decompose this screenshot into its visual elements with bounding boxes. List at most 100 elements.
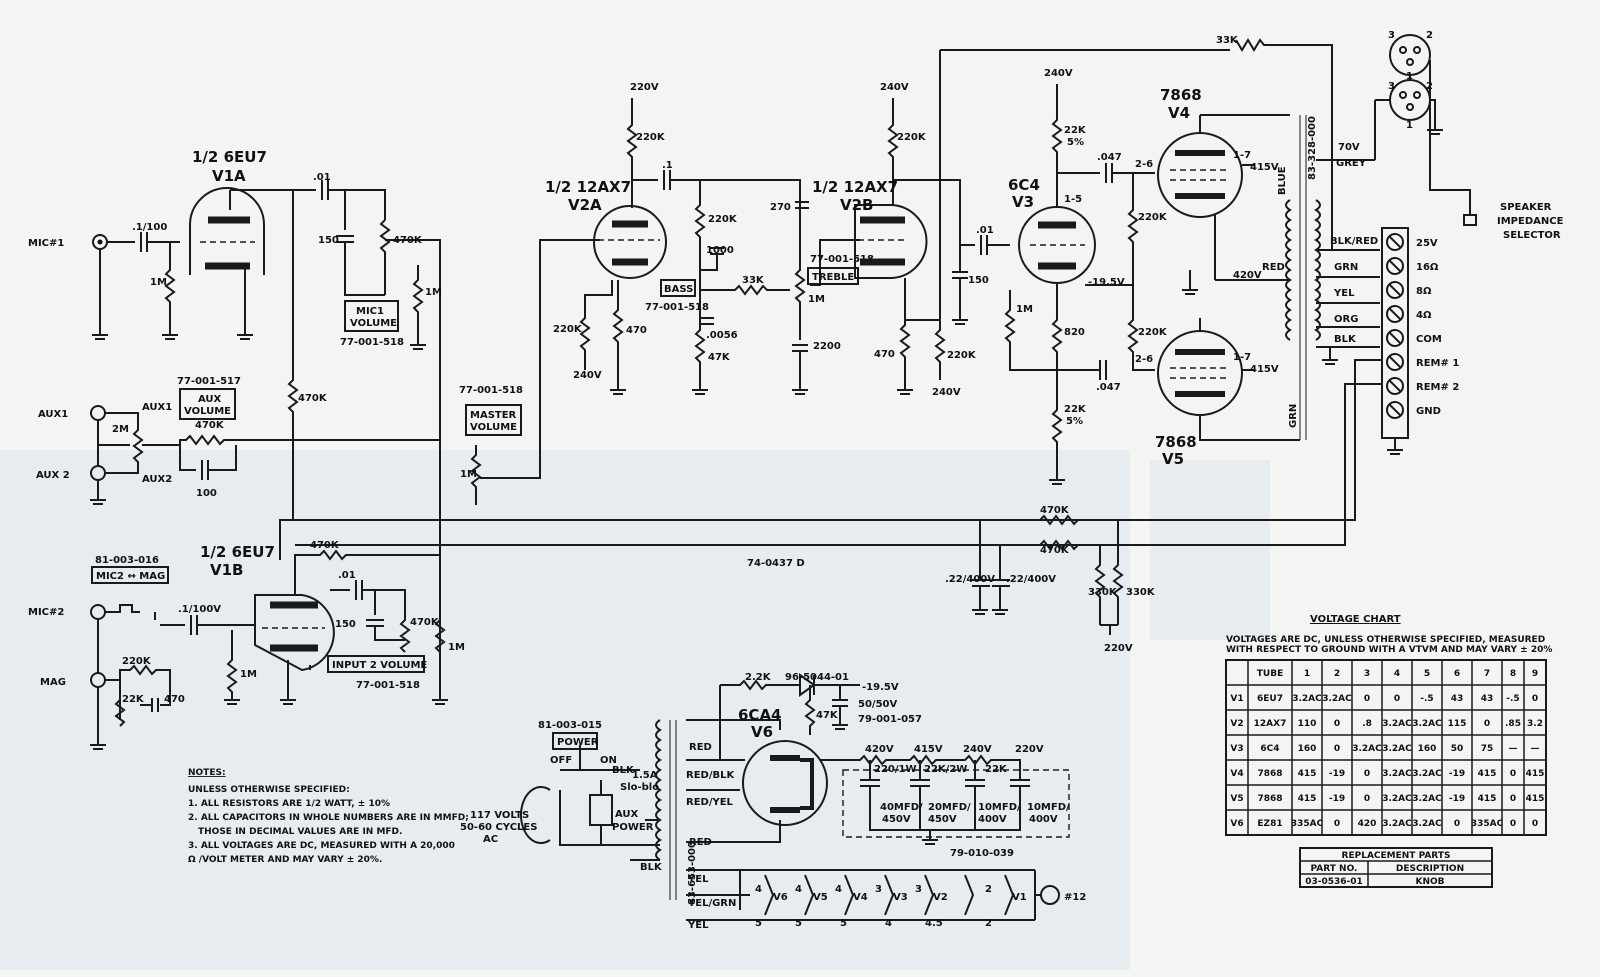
r-22k-pct: 5% (1067, 137, 1084, 148)
tap-1: 16Ω (1416, 262, 1439, 273)
c-100: 100 (196, 488, 217, 499)
fil-pin-5: 3 (875, 884, 882, 895)
v1b-type: 1/2 6EU7 (200, 543, 275, 561)
voltage-chart-cell: V2 (1230, 719, 1243, 729)
fil-v4: V4 (853, 892, 868, 903)
c-2200: 2200 (813, 341, 841, 352)
pt-red2: RED (689, 837, 712, 848)
r-1m-b: 1M (425, 287, 442, 298)
jack-pin-0: 3 (1388, 30, 1395, 41)
fil-v5: V5 (813, 892, 828, 903)
v6-name: V6 (751, 723, 773, 741)
r-470k-f: 470K (310, 540, 340, 551)
tap-5: REM# 1 (1416, 358, 1459, 369)
ps-c1: 40MFD/ (880, 802, 923, 813)
r-470-b: 470 (874, 349, 895, 360)
voltage-chart-cell: 0 (1484, 719, 1490, 729)
fil-low-5: 2 (985, 918, 992, 929)
voltage-chart-cell: 3.2AC (1382, 819, 1412, 829)
v1b-tube (224, 545, 448, 705)
voltage-chart-desc-2: WITH RESPECT TO GROUND WITH A VTVM AND M… (1226, 645, 1552, 655)
r-47k: 47K (708, 352, 731, 363)
c-22-a: .22/400V (945, 574, 995, 585)
lamp-label: #12 (1064, 892, 1086, 903)
c-0056: .0056 (706, 330, 738, 341)
aux-volume-box (179, 388, 236, 420)
treble-part: 77-001-518 (810, 254, 874, 265)
power-on: ON (600, 755, 617, 766)
voltage-chart-cell: 3.2AC (1352, 744, 1382, 754)
r-1m-c: 1M (808, 294, 825, 305)
voltage-chart-cell: 6C4 (1260, 744, 1279, 754)
fil-v6: V6 (773, 892, 788, 903)
pt-redblk: RED/BLK (686, 770, 735, 781)
v3-coupling (905, 38, 1333, 325)
voltage-chart-title: VOLTAGE CHART (1310, 614, 1401, 625)
voltage-chart-cell: 0 (1532, 694, 1538, 704)
aux-input-wiring (90, 412, 440, 505)
pin-415-b: 415V (1250, 364, 1279, 375)
c-01-a: .01 (313, 172, 331, 183)
r-470: 470 (626, 325, 647, 336)
v-220-c: 220V (1015, 744, 1044, 755)
v3-name: V3 (1012, 193, 1034, 211)
fil-low-2: 5 (840, 918, 847, 929)
wire-3: ORG (1334, 314, 1358, 325)
ps-c2: 20MFD/ (928, 802, 971, 813)
ps-can-part: 79-010-039 (950, 848, 1014, 859)
aux-power-1: AUX (615, 809, 639, 820)
notes-line-4: 3. ALL VOLTAGES ARE DC, MEASURED WITH A … (188, 841, 455, 851)
v2b-type: 1/2 12AX7 (812, 178, 898, 196)
ps-c3v: 400V (978, 814, 1007, 825)
voltage-chart-header-cell: 4 (1394, 669, 1400, 679)
power-switch-box[interactable] (552, 732, 598, 750)
voltage-chart-frame (1225, 659, 1547, 836)
tap-6: REM# 2 (1416, 382, 1459, 393)
voltage-chart-cell: 12AX7 (1254, 719, 1287, 729)
bass-part: 77-001-518 (645, 302, 709, 313)
power-label: POWER (557, 737, 599, 748)
mic1-label: MIC#1 (28, 238, 64, 249)
jack-pin-3: 3 (1388, 81, 1395, 92)
input2-part: 77-001-518 (356, 680, 420, 691)
aux1-jack (90, 405, 106, 421)
voltage-chart-header-cell: 5 (1424, 669, 1430, 679)
voltage-chart-cell: 0 (1364, 694, 1370, 704)
voltage-chart-cell: — (1531, 744, 1540, 754)
r-220k-b: 220K (708, 214, 738, 225)
voltage-chart-cell: 3.2AC (1412, 794, 1442, 804)
wire-0: BLK/RED (1330, 236, 1378, 247)
voltage-chart-cell: 50 (1451, 744, 1464, 754)
ps-c4: 10MFD/ (1027, 802, 1070, 813)
voltage-chart-cell: V4 (1230, 769, 1243, 779)
ps-47k: 47K (816, 710, 839, 721)
pt-red: RED (689, 742, 712, 753)
jack-pin-1: 2 (1426, 30, 1433, 41)
voltage-chart-cell: .85 (1505, 719, 1521, 729)
power-supply (519, 673, 1030, 921)
r-1m-a: 1M (150, 277, 167, 288)
voltage-chart-cell: 3.2AC (1382, 794, 1412, 804)
pin-415-a: 415V (1250, 162, 1279, 173)
aux-volume-2: VOLUME (184, 406, 231, 417)
r-470k-e: 470K (1040, 545, 1070, 556)
v-420: 420V (1233, 270, 1262, 281)
voltage-chart-cell: -19 (1449, 794, 1465, 804)
voltage-chart-cell: .8 (1362, 719, 1372, 729)
c-470: 470 (164, 694, 185, 705)
v1a-name: V1A (212, 167, 246, 185)
pin-1-5: 1-5 (1064, 194, 1082, 205)
c-150-a: 150 (318, 235, 339, 246)
c-01-c: .01 (338, 570, 356, 581)
v-70: 70V (1338, 142, 1360, 153)
input2-volume: INPUT 2 VOLUME (332, 660, 427, 671)
voltage-chart-cell: 3.2AC (1382, 719, 1412, 729)
filament-chain (739, 869, 1060, 921)
voltage-chart-header-cell: 7 (1484, 669, 1490, 679)
fil-low-1: 5 (795, 918, 802, 929)
grey: GREY (1336, 158, 1367, 169)
mic1-input-wiring (92, 232, 180, 340)
